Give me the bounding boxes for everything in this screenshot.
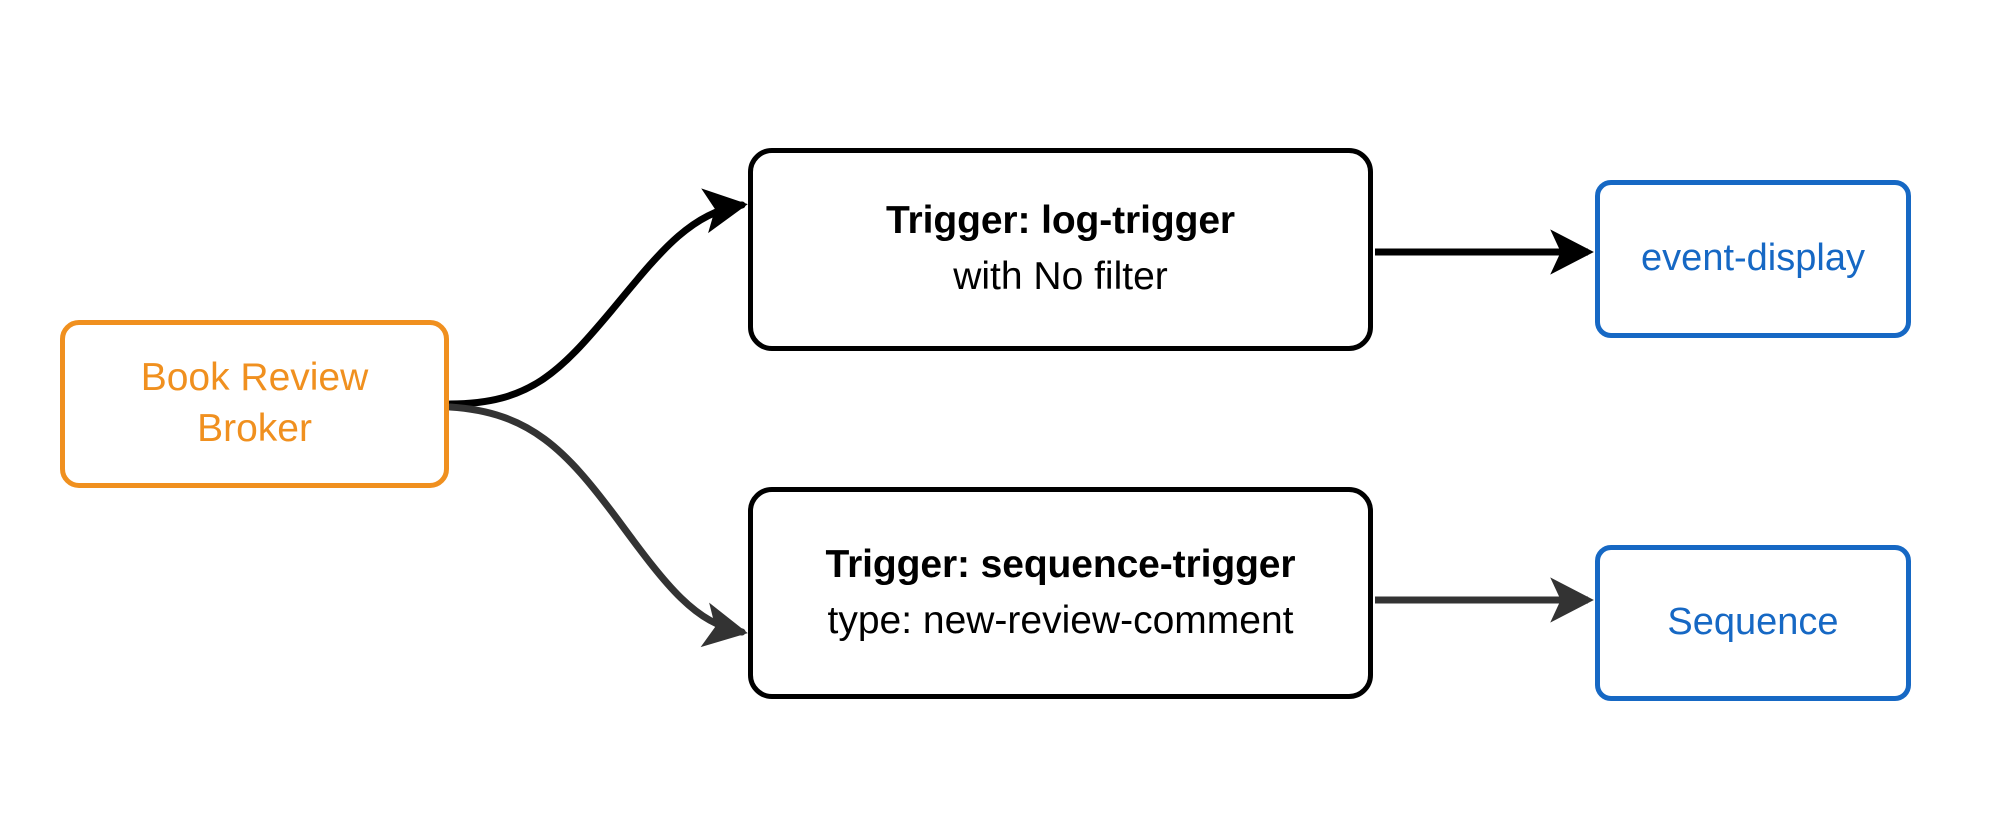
sink-sequence-label: Sequence (1667, 601, 1839, 644)
trigger-log-title: Trigger: log-trigger (885, 199, 1235, 243)
node-sink-sequence[interactable]: Sequence (1595, 545, 1911, 701)
node-trigger-sequence-trigger[interactable]: Trigger: sequence-trigger type: new-revi… (748, 487, 1373, 699)
sink-event-display-label: event-display (1641, 237, 1865, 280)
edge-broker-to-sequence-trigger (446, 403, 748, 648)
trigger-sequence-subtitle: type: new-review-comment (827, 598, 1294, 642)
edge-broker-to-log-trigger (446, 188, 748, 408)
trigger-sequence-title: Trigger: sequence-trigger (825, 542, 1296, 586)
broker-label-line2: Broker (197, 407, 312, 450)
node-trigger-log-trigger[interactable]: Trigger: log-trigger with No filter (748, 148, 1373, 351)
broker-label-line1: Book Review (140, 356, 369, 400)
node-sink-event-display[interactable]: event-display (1595, 180, 1911, 338)
trigger-log-subtitle: with No filter (953, 255, 1168, 298)
node-book-review-broker[interactable]: Book Review Broker (60, 320, 449, 488)
